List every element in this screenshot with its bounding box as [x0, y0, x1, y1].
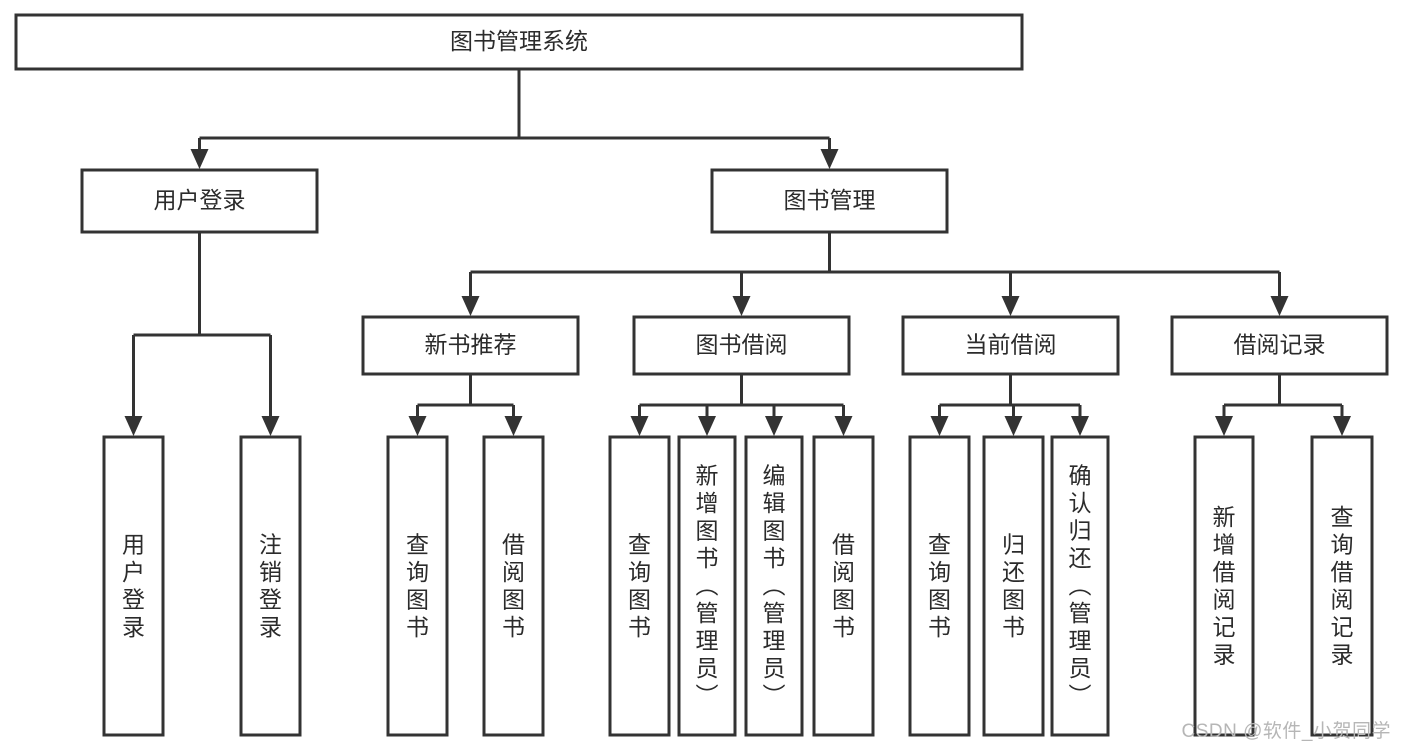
arrow-head-icon — [261, 416, 280, 436]
node-leaf-borrow-record-0-box[interactable] — [1193, 435, 1255, 737]
node-leaf-current-borrow-2-label: 确认归还︵管理员︶ — [1069, 463, 1092, 709]
node-leaf-book-borrow-1-box[interactable] — [677, 435, 737, 737]
node-leaf-borrow-record-0-label: 新增借阅记录 — [1213, 504, 1236, 668]
node-root-system-label: 图书管理系统 — [450, 28, 588, 54]
node-leaf-new-book-0-label: 查询图书 — [406, 531, 429, 640]
node-leaf-current-borrow-1-box[interactable] — [982, 435, 1045, 737]
node-leaf-borrow-record-1-box[interactable] — [1310, 435, 1374, 737]
node-leaf-current-borrow-0-box[interactable] — [908, 435, 971, 737]
arrow-head-icon — [765, 416, 783, 436]
arrow-head-icon — [408, 416, 427, 436]
branch-book-borrow — [630, 374, 853, 436]
node-borrow-record-label: 借阅记录 — [1234, 332, 1326, 358]
node-user-login[interactable]: 用户登录 — [80, 168, 319, 234]
node-layer: 图书管理系统用户登录用户登录注销登录图书管理新书推荐查询图书借阅图书图书借阅查询… — [14, 13, 1389, 737]
node-leaf-book-borrow-3[interactable]: 借阅图书 — [812, 435, 875, 737]
node-leaf-book-borrow-2-label: 编辑图书︵管理员︶ — [763, 463, 786, 709]
node-leaf-book-borrow-3-label: 借阅图书 — [832, 531, 855, 640]
node-leaf-userlogin-1[interactable]: 注销登录 — [239, 435, 302, 737]
node-root-system[interactable]: 图书管理系统 — [14, 13, 1024, 71]
node-root-system-box[interactable] — [14, 13, 1024, 71]
arrow-head-icon — [190, 149, 209, 169]
node-book-management-box[interactable] — [710, 168, 949, 234]
node-leaf-userlogin-1-box[interactable] — [239, 435, 302, 737]
node-current-borrow-label: 当前借阅 — [965, 332, 1057, 358]
arrow-head-icon — [124, 416, 143, 436]
node-leaf-book-borrow-0[interactable]: 查询图书 — [608, 435, 671, 737]
node-book-borrow-label: 图书借阅 — [696, 332, 788, 358]
branch-current-borrow — [930, 374, 1089, 436]
node-leaf-book-borrow-1[interactable]: 新增图书︵管理员︶ — [677, 435, 737, 737]
arrow-head-icon — [1333, 416, 1351, 436]
node-current-borrow-box[interactable] — [901, 315, 1120, 376]
arrow-head-icon — [930, 416, 949, 436]
node-leaf-userlogin-1-label: 注销登录 — [259, 531, 282, 640]
arrow-head-icon — [732, 296, 751, 316]
node-leaf-borrow-record-1[interactable]: 查询借阅记录 — [1310, 435, 1374, 737]
node-user-login-label: 用户登录 — [154, 187, 246, 213]
arrow-head-icon — [1004, 416, 1023, 436]
node-leaf-current-borrow-1[interactable]: 归还图书 — [982, 435, 1045, 737]
node-leaf-book-borrow-2-box[interactable] — [744, 435, 804, 737]
branch-new-book — [408, 374, 523, 436]
node-leaf-current-borrow-0-label: 查询图书 — [928, 531, 951, 640]
arrow-head-icon — [1001, 296, 1020, 316]
node-leaf-current-borrow-2[interactable]: 确认归还︵管理员︶ — [1050, 435, 1110, 737]
arrow-head-icon — [698, 416, 716, 436]
node-leaf-new-book-0[interactable]: 查询图书 — [386, 435, 449, 737]
node-leaf-current-borrow-2-box[interactable] — [1050, 435, 1110, 737]
arrow-head-icon — [630, 416, 649, 436]
arrow-head-icon — [461, 296, 480, 316]
arrow-head-icon — [834, 416, 853, 436]
node-leaf-new-book-1-label: 借阅图书 — [502, 531, 525, 640]
node-leaf-new-book-0-box[interactable] — [386, 435, 449, 737]
node-borrow-record-box[interactable] — [1170, 315, 1389, 376]
branch-book-management — [461, 232, 1289, 316]
node-new-book-box[interactable] — [361, 315, 580, 376]
branch-root — [190, 69, 839, 169]
node-leaf-book-borrow-0-box[interactable] — [608, 435, 671, 737]
connector-layer — [124, 69, 1351, 436]
node-leaf-userlogin-0[interactable]: 用户登录 — [102, 435, 165, 737]
node-borrow-record[interactable]: 借阅记录 — [1170, 315, 1389, 376]
node-book-management-label: 图书管理 — [784, 187, 876, 213]
node-leaf-current-borrow-0[interactable]: 查询图书 — [908, 435, 971, 737]
node-leaf-book-borrow-3-box[interactable] — [812, 435, 875, 737]
node-current-borrow[interactable]: 当前借阅 — [901, 315, 1120, 376]
node-leaf-borrow-record-1-label: 查询借阅记录 — [1331, 504, 1354, 668]
node-new-book-label: 新书推荐 — [425, 332, 517, 358]
node-leaf-userlogin-0-box[interactable] — [102, 435, 165, 737]
node-book-borrow-box[interactable] — [632, 315, 851, 376]
node-leaf-new-book-1-box[interactable] — [482, 435, 545, 737]
node-leaf-book-borrow-2[interactable]: 编辑图书︵管理员︶ — [744, 435, 804, 737]
arrow-head-icon — [1215, 416, 1233, 436]
arrow-head-icon — [1270, 296, 1289, 316]
node-leaf-current-borrow-1-label: 归还图书 — [1002, 531, 1025, 640]
branch-user-login — [124, 232, 280, 436]
node-leaf-new-book-1[interactable]: 借阅图书 — [482, 435, 545, 737]
node-leaf-book-borrow-1-label: 新增图书︵管理员︶ — [696, 463, 719, 709]
arrow-head-icon — [504, 416, 523, 436]
branch-borrow-record — [1215, 374, 1351, 436]
node-leaf-userlogin-0-label: 用户登录 — [122, 531, 145, 640]
node-leaf-borrow-record-0[interactable]: 新增借阅记录 — [1193, 435, 1255, 737]
arrow-head-icon — [1071, 416, 1089, 436]
node-user-login-box[interactable] — [80, 168, 319, 234]
node-new-book[interactable]: 新书推荐 — [361, 315, 580, 376]
node-book-management[interactable]: 图书管理 — [710, 168, 949, 234]
arrow-head-icon — [820, 149, 839, 169]
node-leaf-book-borrow-0-label: 查询图书 — [628, 531, 651, 640]
node-book-borrow[interactable]: 图书借阅 — [632, 315, 851, 376]
csdn-watermark: CSDN @软件_小贺同学 — [1181, 721, 1391, 742]
